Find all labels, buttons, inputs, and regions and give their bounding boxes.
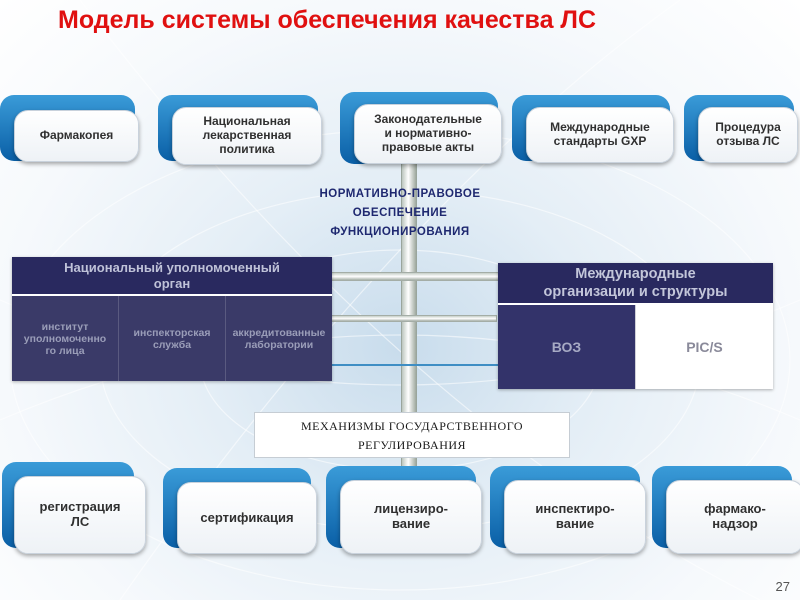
card-text-line: и нормативно- bbox=[384, 126, 472, 141]
normative-caption-line: ФУНКЦИОНИРОВАНИЯ bbox=[330, 226, 470, 238]
who-cell: ВОЗ bbox=[498, 305, 635, 389]
card-text-line: Международные bbox=[550, 120, 650, 135]
card-text-line: регистрация bbox=[39, 499, 121, 515]
cell-line: го лица bbox=[45, 344, 85, 357]
card-text: Фармакопея bbox=[39, 128, 114, 143]
card-label: Фармакопея bbox=[14, 110, 139, 162]
card-label: инспектиро-вание bbox=[504, 480, 646, 554]
card-text-line: Фармакопея bbox=[39, 128, 114, 143]
normative-caption-line: НОРМАТИВНО-ПРАВОВОЕ bbox=[319, 188, 481, 200]
authority-cell-inspection: инспекторская служба bbox=[119, 296, 226, 381]
card-text-line: стандарты GXP bbox=[553, 134, 647, 148]
card-text-line: Национальная bbox=[203, 114, 291, 129]
authority-cell-laboratories: аккредитованные лаборатории bbox=[226, 296, 332, 381]
card-text: фармако-надзор bbox=[704, 501, 766, 532]
card-label: лицензиро-вание bbox=[340, 480, 482, 554]
cell-line: аккредитованные bbox=[232, 326, 326, 339]
card-label: сертификация bbox=[177, 482, 317, 554]
international-orgs-header-line: организации и структуры bbox=[543, 284, 728, 300]
international-orgs-header-line: Международные bbox=[575, 266, 696, 282]
mechanisms-caption-line: МЕХАНИЗМЫ ГОСУДАРСТВЕННОГО bbox=[300, 419, 524, 433]
cell-line: институт bbox=[41, 320, 89, 333]
national-authority-header-line: орган bbox=[153, 276, 191, 291]
national-authority-header: Национальный уполномоченный орган bbox=[12, 257, 332, 294]
page-number: 27 bbox=[775, 579, 790, 594]
card-text-line: лицензиро- bbox=[374, 501, 448, 517]
national-authority-block: Национальный уполномоченный орган инстит… bbox=[12, 257, 332, 381]
card-text-line: инспектиро- bbox=[535, 501, 615, 517]
international-orgs-header: Международные организации и структуры bbox=[498, 263, 773, 303]
card-text: инспектиро-вание bbox=[535, 501, 615, 532]
cell-line: лаборатории bbox=[244, 338, 314, 351]
card-text-line: Законодательные bbox=[374, 112, 482, 127]
cell-line: уполномоченно bbox=[23, 332, 107, 345]
cell-line: инспекторская bbox=[133, 326, 211, 339]
connector-blue-line bbox=[180, 364, 640, 366]
pics-cell: PIC/S bbox=[635, 305, 773, 389]
card-text-line: лекарственная bbox=[202, 128, 292, 143]
cell-line: служба bbox=[152, 338, 192, 351]
card-text-line: вание bbox=[555, 516, 595, 531]
card-text-line: Процедура bbox=[715, 120, 781, 135]
card-text-line: ЛС bbox=[70, 514, 90, 529]
normative-caption-line: ОБЕСПЕЧЕНИЕ bbox=[352, 207, 448, 219]
card-text-line: вание bbox=[391, 516, 431, 531]
card-text-line: правовые акты bbox=[381, 139, 475, 154]
national-authority-header-line: Национальный уполномоченный bbox=[64, 260, 280, 275]
normative-caption: НОРМАТИВНО-ПРАВОВОЕ ОБЕСПЕЧЕНИЕ ФУНКЦИОН… bbox=[250, 185, 550, 242]
card-text-line: фармако- bbox=[704, 501, 766, 517]
card-text: сертификация bbox=[200, 509, 294, 526]
card-text: лицензиро-вание bbox=[374, 501, 448, 532]
card-text-line: надзор bbox=[712, 516, 758, 531]
card-label: фармако-надзор bbox=[666, 480, 800, 554]
international-orgs-block: Международные организации и структуры ВО… bbox=[498, 263, 773, 389]
card-text-line: политика bbox=[219, 141, 275, 156]
authority-cell-qualified-person: институт уполномоченно го лица bbox=[12, 296, 119, 381]
mechanisms-caption-line: РЕГУЛИРОВАНИЯ bbox=[357, 438, 467, 452]
card-text-line: сертификация bbox=[200, 509, 294, 525]
card-text-line: отзыва ЛС bbox=[716, 134, 780, 148]
mechanisms-caption: МЕХАНИЗМЫ ГОСУДАРСТВЕННОГО РЕГУЛИРОВАНИЯ bbox=[254, 412, 570, 458]
page-title: Модель системы обеспечения качества ЛС bbox=[58, 6, 597, 34]
horizontal-pipe-middle bbox=[325, 315, 497, 322]
